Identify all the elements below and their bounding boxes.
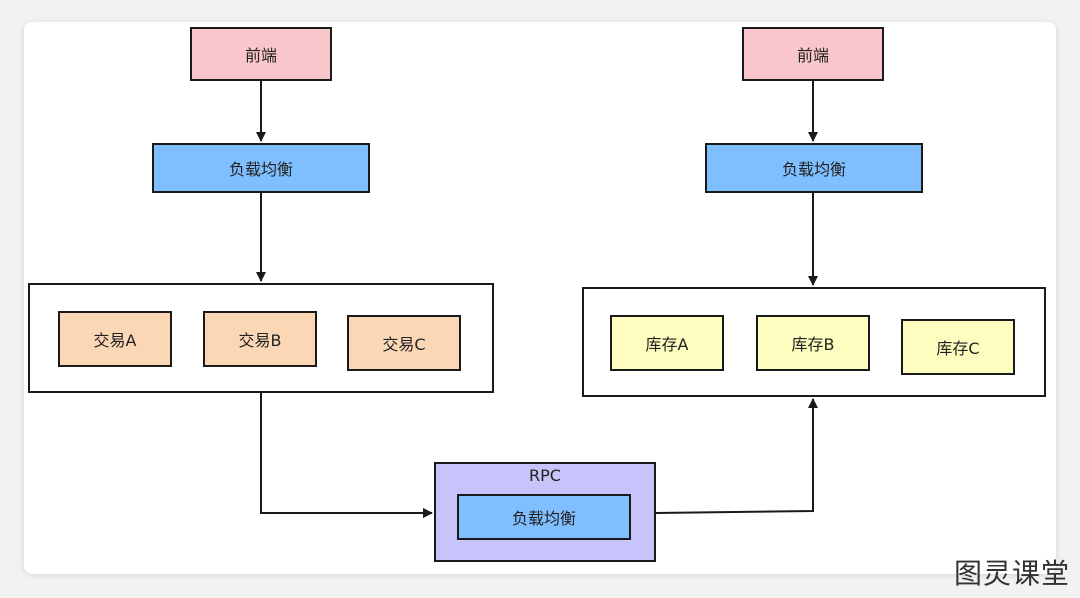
stock-service-c: 库存C [901, 319, 1015, 375]
rpc-load-balancer-box: 负载均衡 [457, 494, 631, 540]
arrow-trade-group-to-rpc [260, 393, 433, 518]
right-frontend-box: 前端 [742, 27, 884, 81]
rpc-label: RPC [529, 466, 561, 485]
trade-service-c: 交易C [347, 315, 461, 371]
watermark: 图灵课堂 [953, 557, 1070, 590]
arrow-rpc-to-stock-group [655, 398, 818, 514]
trade-service-b: 交易B [203, 311, 317, 367]
stock-service-b: 库存B [756, 315, 870, 371]
left-load-balancer-box: 负载均衡 [152, 143, 370, 193]
stock-service-a: 库存A [610, 315, 724, 371]
left-frontend-box: 前端 [190, 27, 332, 81]
trade-service-a: 交易A [58, 311, 172, 367]
right-load-balancer-box: 负载均衡 [705, 143, 923, 193]
